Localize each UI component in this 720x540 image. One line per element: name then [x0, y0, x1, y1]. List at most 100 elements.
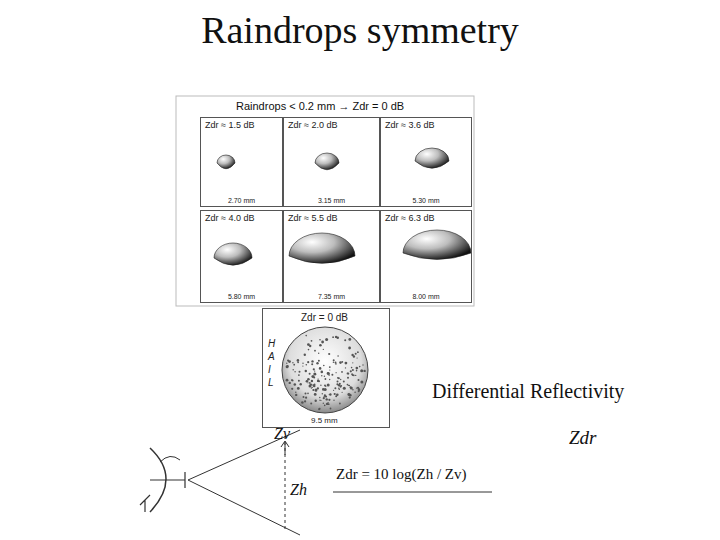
hail-speckle [329, 379, 330, 380]
hail-speckle [303, 396, 305, 398]
hail-speckle [286, 379, 289, 382]
hail-texture [286, 335, 366, 410]
hail-speckle [311, 363, 313, 365]
hail-speckle [320, 400, 321, 401]
hail-speckle [323, 397, 325, 399]
hail-speckle [305, 370, 307, 372]
hail-speckle [350, 370, 352, 372]
raindrop-panel: Zdr ≈ 5.5 dB7.35 mm [283, 210, 380, 303]
hail-speckle [300, 383, 302, 385]
hail-speckle [297, 359, 300, 362]
hail-speckle [333, 390, 334, 391]
hail-speckle [321, 341, 324, 344]
hail-speckle [323, 365, 325, 367]
hail-speckle [343, 381, 345, 383]
hail-speckle [304, 400, 306, 402]
hail-speckle [311, 380, 313, 382]
hail-speckle [286, 365, 289, 368]
hail-speckle [313, 368, 315, 370]
drop-size: 8.00 mm [381, 293, 471, 300]
drop-size: 5.80 mm [201, 293, 282, 300]
hail-speckle [326, 403, 328, 405]
hail-speckle [353, 355, 355, 357]
formula: Zdr = 10 log(Zh / Zv) [336, 466, 467, 483]
hail-speckle [295, 394, 297, 396]
hail-speckle [327, 383, 330, 386]
hail-speckle [309, 384, 312, 387]
hail-speckle [320, 385, 321, 386]
hail-speckle [309, 373, 311, 375]
hail-speckle [323, 403, 324, 404]
hail-speckle [322, 393, 323, 394]
raindrop-shape [403, 230, 471, 259]
hail-speckle [321, 375, 322, 376]
reflectivity-value: Zdr ≈ 3.6 dB [385, 120, 434, 130]
hail-speckle [307, 393, 309, 395]
hail-speckle [350, 387, 353, 390]
hail-speckle [328, 399, 330, 401]
hail-speckle [315, 374, 316, 375]
hail-speckle [352, 369, 354, 371]
hail-speckle [356, 367, 359, 370]
hail-speckle [345, 367, 346, 368]
hail-speckle [328, 374, 330, 376]
reflectivity-value: Zdr ≈ 4.0 dB [205, 213, 254, 223]
hail-speckle [317, 378, 318, 379]
hail-speckle [307, 382, 308, 383]
hail-speckle [329, 366, 331, 368]
hail-speckle [359, 366, 361, 368]
hail-speckle [318, 353, 319, 354]
hail-speckle [315, 400, 317, 402]
hail-speckle [347, 373, 349, 375]
hail-speckle [357, 351, 359, 353]
hail-speckle [330, 408, 332, 410]
symbol: Zdr [569, 427, 596, 449]
hail-stone [282, 327, 368, 413]
hail-speckle [292, 380, 294, 382]
hail-speckle [311, 387, 312, 388]
hail-speckle [325, 378, 327, 380]
hail-speckle [324, 376, 325, 377]
hail-speckle [337, 355, 339, 357]
hail-speckle [295, 392, 296, 393]
hail-speckle [325, 338, 328, 341]
raindrop-shape [217, 155, 235, 169]
title: Raindrops symmetry [0, 8, 720, 52]
hail-speckle [308, 349, 310, 351]
hail-speckle [302, 366, 303, 367]
hail-speckle [293, 364, 295, 366]
hail-speckle [301, 401, 304, 404]
hail-speckle [347, 384, 349, 386]
hail-speckle [356, 370, 357, 371]
hail-speckle [326, 398, 328, 400]
hail-speckle [286, 365, 288, 367]
reflectivity-value: Zdr ≈ 1.5 dB [205, 120, 254, 130]
drop-size: 9.5 mm [311, 416, 338, 425]
hail-speckle [319, 344, 322, 347]
hail-speckle [319, 408, 321, 410]
drop-size: 5.30 mm [381, 197, 471, 204]
hail-speckle [342, 392, 343, 393]
hail-speckle [291, 388, 293, 390]
hail-speckle [294, 383, 297, 386]
hail-speckle [317, 380, 319, 382]
hail-speckle [349, 397, 351, 399]
hail-speckle [360, 369, 363, 372]
hail-speckle [351, 373, 353, 375]
hail-speckle [329, 393, 331, 395]
hail-label: HAIL [268, 337, 276, 389]
raindrop-shape [214, 243, 252, 265]
hail-speckle [299, 371, 301, 373]
hail-speckle [360, 381, 363, 384]
raindrop-shape [415, 148, 449, 168]
hail-speckle [323, 396, 325, 398]
hail-speckle [355, 353, 357, 355]
hail-speckle [339, 383, 341, 385]
raindrop-panel: Zdr ≈ 3.6 dB 5.30 mm [380, 117, 472, 207]
hail-speckle [356, 387, 357, 388]
hail-speckle [314, 383, 316, 385]
hail-speckle [319, 367, 322, 370]
raindrop-panel: Zdr ≈ 4.0 dB 5.80 mm [200, 210, 283, 303]
hail-speckle [356, 370, 357, 371]
hail-speckle [324, 405, 326, 407]
